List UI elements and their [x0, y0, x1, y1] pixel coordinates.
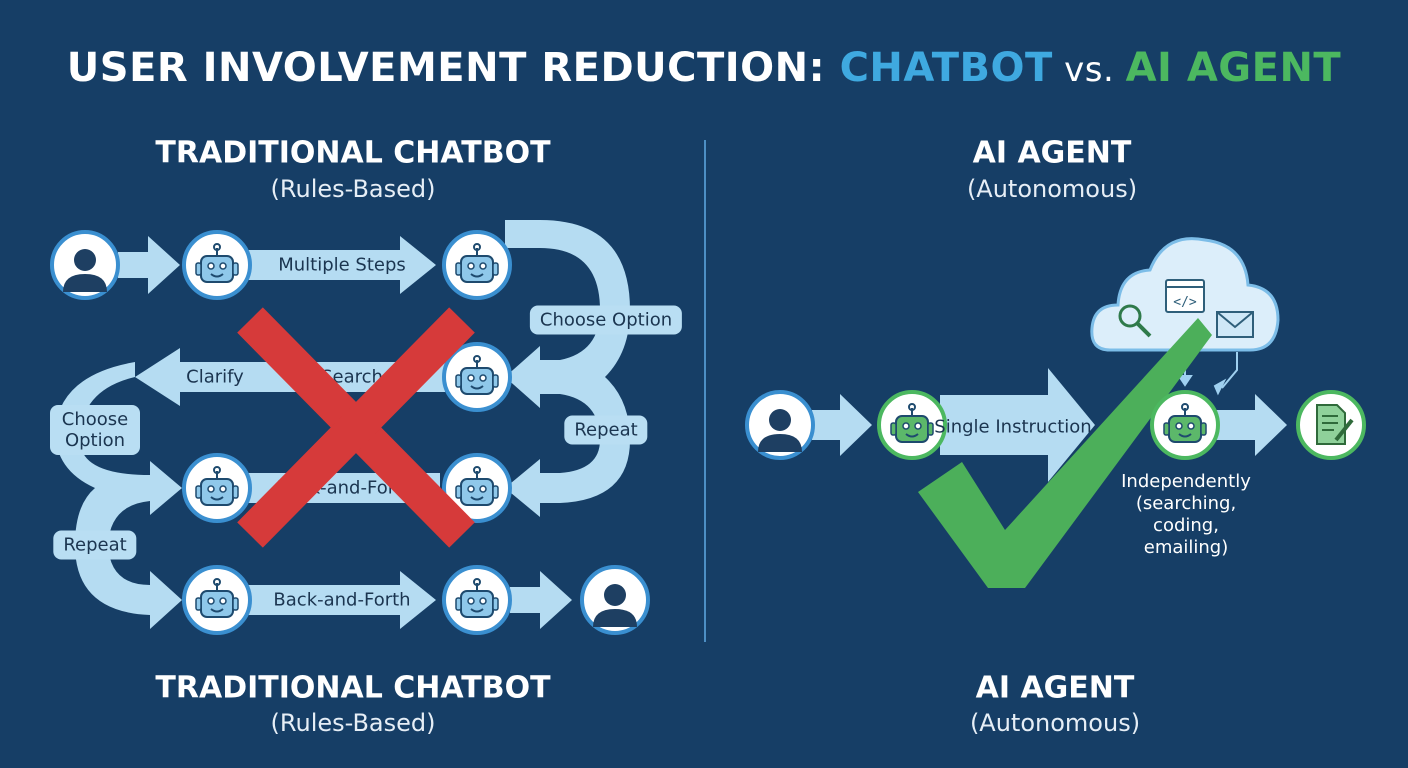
code-window-icon: </> — [1165, 279, 1205, 313]
title-agent: AI AGENT — [1125, 45, 1342, 91]
label-choose-option: Choose Option — [529, 305, 683, 335]
label-single-instruction: Single Instruction — [934, 416, 1092, 438]
title-chatbot: CHATBOT — [839, 45, 1053, 91]
chatbot-heading: TRADITIONAL CHATBOT — [155, 135, 551, 171]
label-back-and-forth-bottom: Back-and-Forth — [273, 589, 411, 611]
chatbot-node — [182, 453, 252, 523]
tools-cloud: </> — [1090, 237, 1280, 352]
chatbot-node — [442, 453, 512, 523]
mail-icon — [1216, 311, 1254, 338]
agent-footer-heading: AI AGENT — [975, 670, 1135, 706]
chatbot-node — [182, 230, 252, 300]
agent-node — [877, 390, 947, 460]
chatbot-node — [442, 342, 512, 412]
search-icon — [1118, 304, 1152, 338]
document-result-node — [1296, 390, 1366, 460]
agent-node — [1150, 390, 1220, 460]
chatbot-node — [182, 565, 252, 635]
svg-text:</>: </> — [1173, 295, 1197, 310]
label-multiple-steps: Multiple Steps — [278, 254, 406, 276]
tasks-text: (searching, — [1135, 493, 1237, 514]
chatbot-subheading: (Rules-Based) — [270, 175, 436, 203]
label-choose-option-left: Choose Option — [50, 405, 140, 455]
label-clarify: Clarify — [186, 366, 244, 388]
green-check-icon — [918, 318, 1212, 588]
agent-subheading: (Autonomous) — [966, 175, 1138, 203]
title-vs: vs. — [1052, 50, 1126, 90]
label-repeat-left: Repeat — [53, 530, 137, 560]
chatbot-footer-subheading: (Rules-Based) — [270, 709, 436, 737]
chatbot-node — [442, 565, 512, 635]
label-repeat: Repeat — [564, 415, 648, 445]
user-node — [50, 230, 120, 300]
title-text: USER INVOLVEMENT REDUCTION: — [66, 45, 840, 91]
chatbot-footer-heading: TRADITIONAL CHATBOT — [155, 670, 551, 706]
tasks-text: emailing) — [1143, 537, 1229, 558]
user-node — [580, 565, 650, 635]
agent-heading: AI AGENT — [972, 135, 1132, 171]
user-node — [745, 390, 815, 460]
document-edit-icon — [1316, 404, 1354, 445]
page-title: USER INVOLVEMENT REDUCTION: CHATBOT vs. … — [67, 45, 1341, 91]
chatbot-flow-arrows — [55, 220, 630, 629]
chatbot-node — [442, 230, 512, 300]
tasks-text: coding, — [1153, 515, 1219, 536]
agent-flow-arrows — [812, 368, 1287, 482]
agent-footer-subheading: (Autonomous) — [969, 709, 1141, 737]
label-independently: Independently (searching, coding, emaili… — [1121, 471, 1251, 559]
independently-text: Independently — [1121, 471, 1251, 492]
